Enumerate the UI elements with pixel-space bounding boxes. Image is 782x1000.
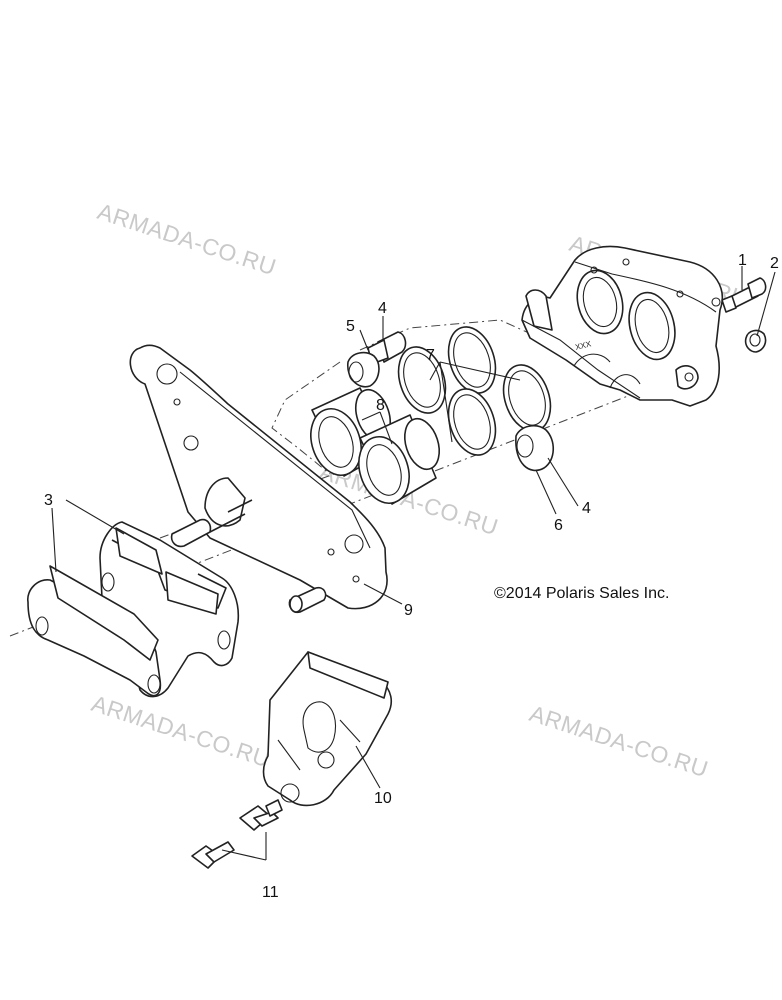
watermark-bottom-left: ARMADA-CO.RU <box>88 690 273 772</box>
watermark-top-left: ARMADA-CO.RU <box>94 198 279 280</box>
piston-front <box>358 414 441 505</box>
callout-5: 5 <box>346 318 355 335</box>
callout-4-lower: 4 <box>582 500 591 517</box>
copyright-notice: ©2014 Polaris Sales Inc. <box>494 585 669 602</box>
brake-pads <box>27 521 240 698</box>
leader-lines <box>51 266 776 861</box>
bleeder-cap <box>744 329 767 353</box>
callout-11: 11 <box>262 884 279 901</box>
callout-3: 3 <box>44 492 53 509</box>
callout-8: 8 <box>376 397 385 414</box>
centerline-lower <box>9 367 701 637</box>
bolt-lower <box>191 841 235 869</box>
callout-7: 7 <box>426 347 435 364</box>
mounting-bracket <box>262 651 393 807</box>
bolt-upper <box>239 799 283 831</box>
caliper-bracket <box>129 344 388 614</box>
pin-boot-upper <box>347 351 380 388</box>
pin-boot-lower <box>515 424 555 472</box>
callout-6: 6 <box>554 517 563 534</box>
callout-2: 2 <box>770 255 779 272</box>
callout-10: 10 <box>374 790 392 807</box>
bleeder-screw <box>721 277 767 313</box>
callout-9: 9 <box>404 602 413 619</box>
caliper-body: XXX <box>521 245 724 407</box>
callout-1: 1 <box>738 252 747 269</box>
watermark-bottom-right: ARMADA-CO.RU <box>526 700 711 782</box>
callout-4-upper: 4 <box>378 300 387 317</box>
casting-mark: XXX <box>574 339 592 352</box>
